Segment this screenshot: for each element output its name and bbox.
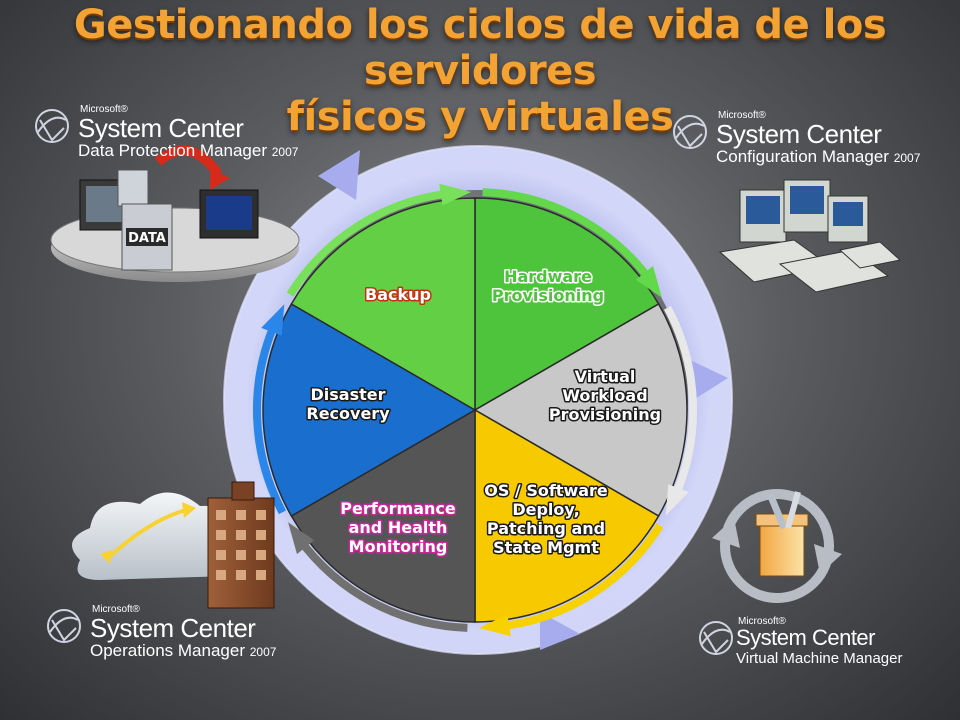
- microsoft-label: Microsoft®: [92, 604, 140, 615]
- segment-arrow-head: [665, 484, 689, 516]
- segment-label-line: Provisioning: [492, 286, 604, 305]
- cycle-arrows-icon: [720, 489, 834, 603]
- segment-label-line: Deploy,: [512, 500, 579, 519]
- system-center-label: System Center: [736, 625, 876, 650]
- system-center-label: System Center: [90, 613, 256, 643]
- microsoft-label: Microsoft®: [80, 104, 128, 115]
- cloud-building-illustration: [72, 481, 275, 609]
- segment-label-line: OS / Software: [484, 481, 608, 500]
- system-center-logo-icon: [673, 115, 707, 149]
- brand-configuration-manager: Microsoft® System Center Configuration M…: [673, 110, 920, 168]
- segment-label-line: and Health: [349, 518, 448, 537]
- segment-rim-arrow: [663, 305, 698, 501]
- ring-arrow-3: [540, 612, 580, 650]
- segment-rim-arrows: [252, 183, 698, 637]
- restore-arrow-icon: [154, 145, 223, 177]
- product-label: Configuration Manager: [716, 147, 889, 166]
- connection-arrow-icon: [106, 508, 187, 560]
- product-label: Virtual Machine Manager: [736, 650, 903, 667]
- brand-operations-manager: Microsoft® System Center Operations Mana…: [47, 604, 276, 662]
- segment-rim-arrow: [497, 523, 664, 631]
- microsoft-label: Microsoft®: [738, 616, 786, 627]
- product-label: Data Protection Manager: [78, 141, 267, 160]
- segment-label-line: Virtual: [575, 367, 636, 386]
- segment-label-line: Workload: [562, 386, 647, 405]
- segment-rim-arrow: [252, 319, 287, 515]
- segment-label-line: Backup: [365, 285, 431, 304]
- lifecycle-pie: [262, 197, 688, 623]
- segment-label-line: Performance: [340, 499, 456, 518]
- screwdriver-icon: [785, 491, 801, 529]
- segment-arrow-head: [439, 183, 472, 206]
- product-name: Configuration Manager 2007: [716, 147, 920, 168]
- brand-data-protection-manager: Microsoft® System Center Data Protection…: [35, 104, 298, 162]
- product-year: 2007: [249, 645, 277, 659]
- outer-cycle-ring: [223, 145, 733, 655]
- brand-virtual-machine-manager: Microsoft® System Center Virtual Machine…: [699, 616, 902, 669]
- product-label: Operations Manager: [90, 641, 245, 660]
- segment-label-line: Recovery: [306, 404, 390, 423]
- system-center-logo-icon: [35, 109, 69, 143]
- product-year: 2007: [893, 151, 921, 165]
- segment-arrow-head: [288, 522, 315, 555]
- segment-arrow-head: [635, 265, 662, 298]
- document-icon: [117, 169, 149, 207]
- system-center-label: System Center: [716, 119, 882, 149]
- system-center-logo-icon: [699, 621, 733, 655]
- system-center-logo-icon: [47, 609, 81, 643]
- data-label: DATA: [128, 231, 166, 246]
- segment-rim-arrow: [295, 535, 468, 632]
- segment-label-line: Hardware: [504, 267, 592, 286]
- ring-arrow-1: [318, 150, 360, 200]
- segment-arrow-head: [261, 304, 285, 336]
- microsoft-label: Microsoft®: [718, 110, 766, 121]
- segment-label-line: State Mgmt: [493, 538, 599, 557]
- data-protection-illustration: DATA: [50, 145, 300, 282]
- system-center-label: System Center: [78, 113, 244, 143]
- wrench-icon: [766, 492, 788, 530]
- segment-arrow-head: [478, 614, 511, 637]
- segment-label-line: Provisioning: [549, 405, 661, 424]
- computers-illustration: [718, 179, 902, 293]
- segment-label: Backup: [365, 285, 431, 304]
- slide-title: Gestionando los ciclos de vida de los se…: [0, 2, 960, 140]
- title-line-1: Gestionando los ciclos de vida de los se…: [73, 2, 887, 94]
- product-year: 2007: [271, 145, 299, 159]
- segment-label-line: Disaster: [311, 385, 386, 404]
- software-box-icon: [759, 521, 805, 577]
- cloud-icon: [72, 492, 250, 580]
- vm-tools-illustration: [712, 489, 842, 603]
- segment-label-line: Patching and: [487, 519, 605, 538]
- ring-arrow-2: [690, 360, 728, 402]
- segment-label-line: Monitoring: [349, 537, 448, 556]
- segment-rim-arrow: [482, 188, 655, 285]
- product-name: Virtual Machine Manager: [736, 649, 902, 669]
- product-name: Data Protection Manager 2007: [78, 141, 298, 162]
- title-line-2: físicos y virtuales: [286, 94, 674, 140]
- keyboard-icon-3: [838, 241, 902, 269]
- segment-rim-arrow: [286, 189, 453, 297]
- product-name: Operations Manager 2007: [90, 641, 276, 662]
